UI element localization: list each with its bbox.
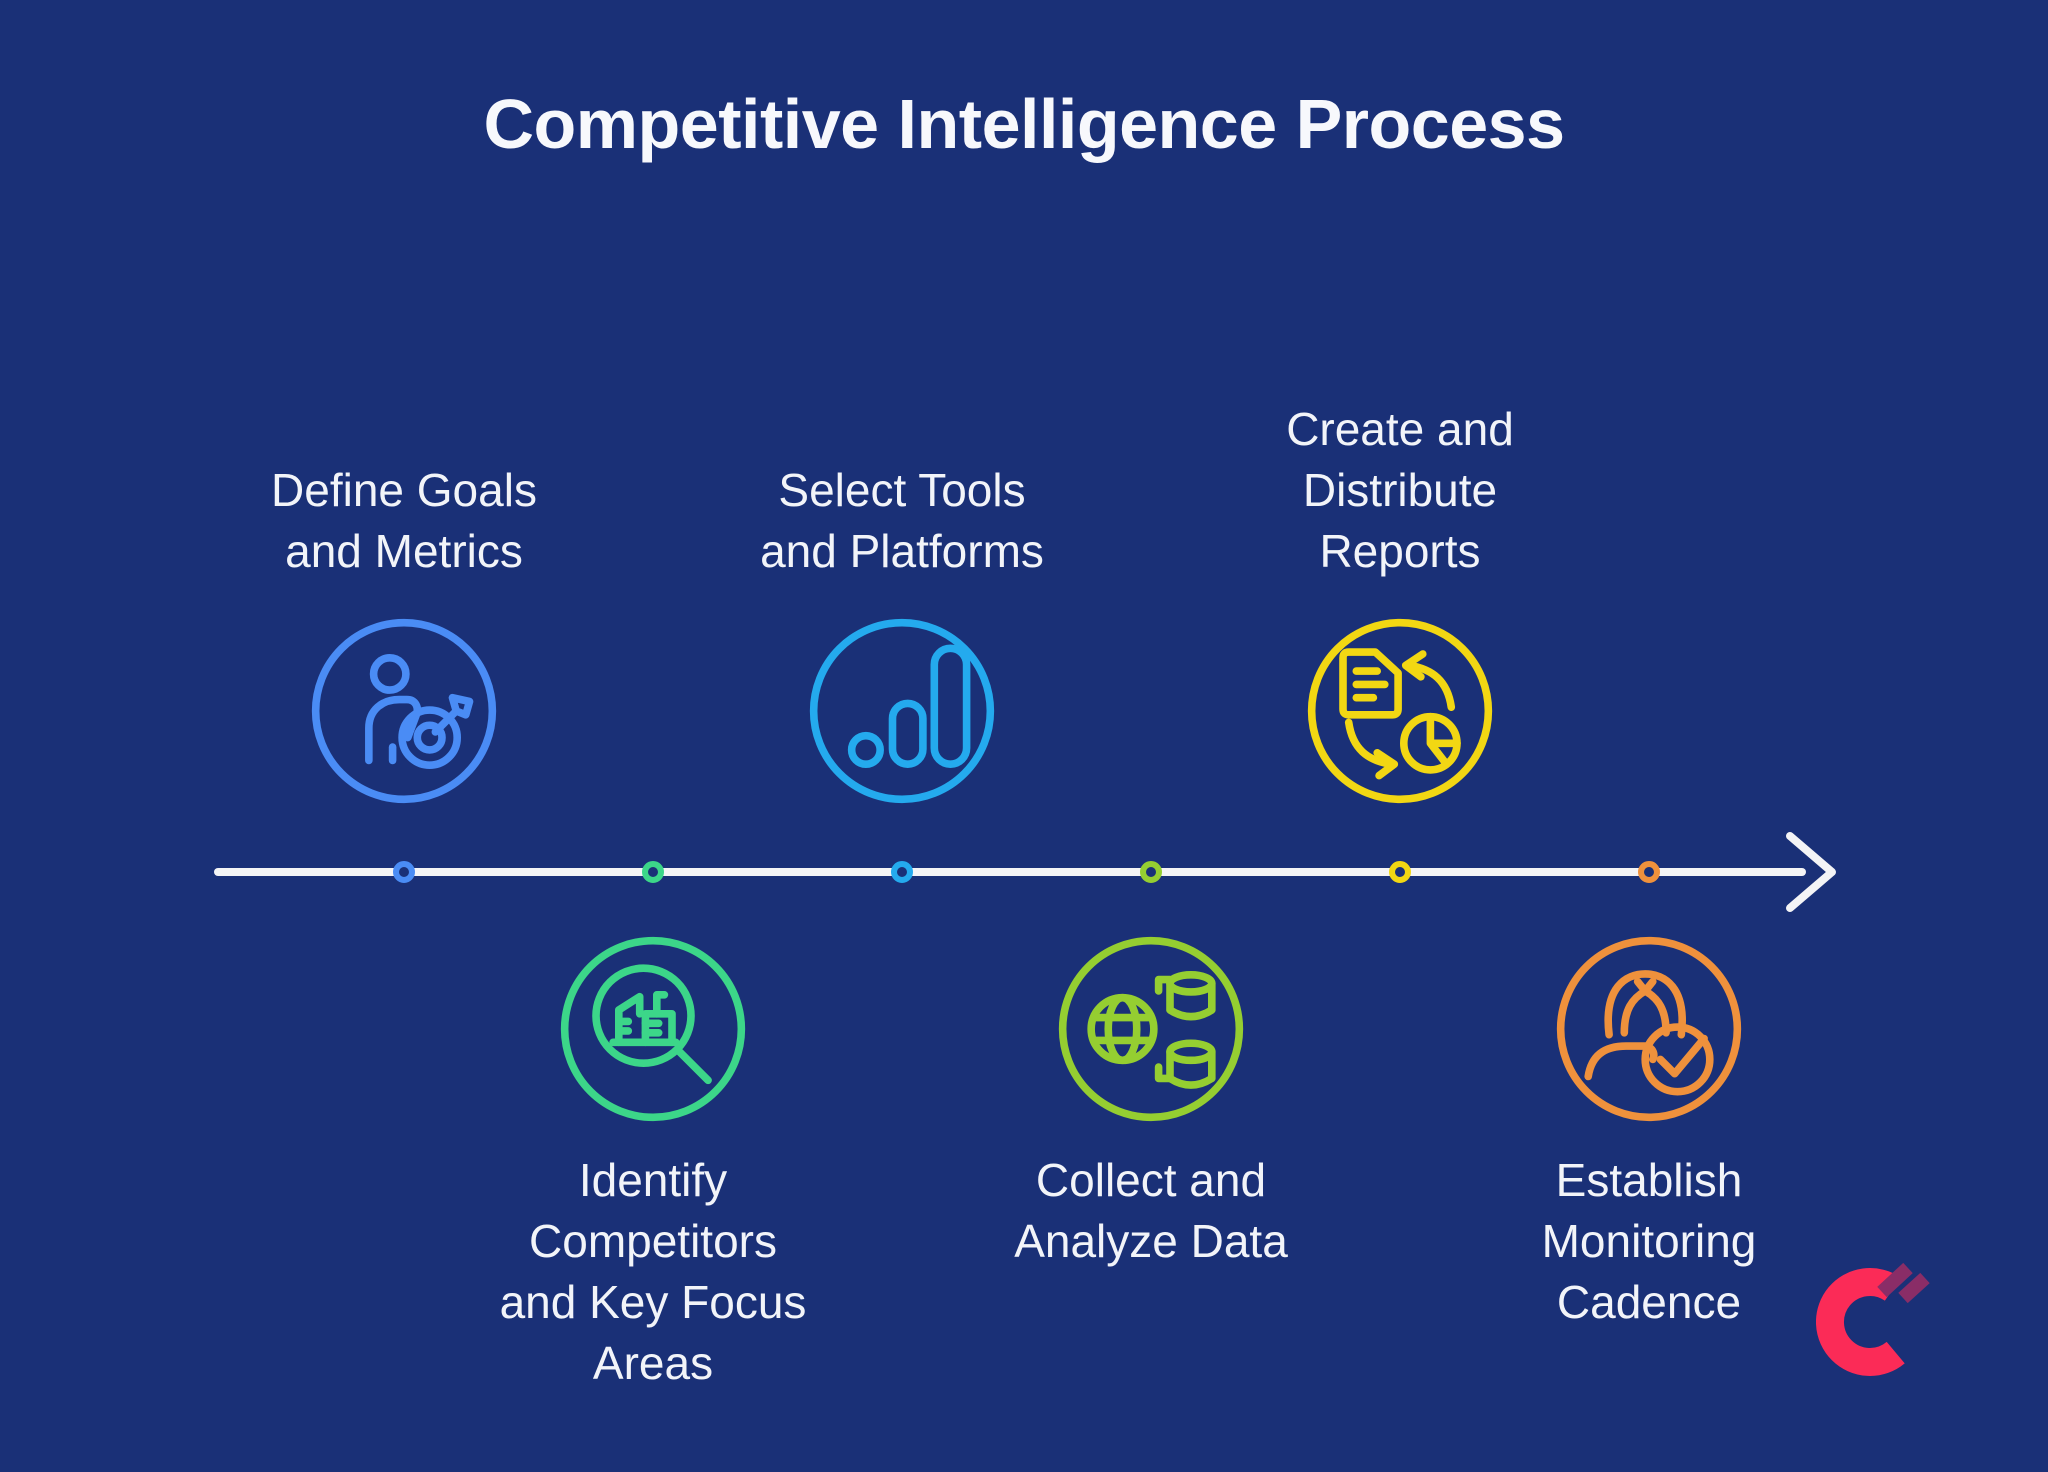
step-label-define-goals: Define Goals and Metrics (271, 464, 537, 577)
timeline-dot (393, 861, 415, 883)
timeline-dot (1140, 861, 1162, 883)
step-icon-collect-analyze (1056, 934, 1246, 1124)
person-target-icon (311, 618, 497, 804)
timeline-dot (1638, 861, 1660, 883)
step-label-select-tools: Select Tools and Platforms (760, 464, 1044, 577)
step-label-create-reports: Create and Distribute Reports (1286, 403, 1514, 577)
person-check-icon (1556, 936, 1742, 1122)
analytics-bars-icon (809, 618, 995, 804)
step-icon-select-tools (807, 616, 997, 806)
step-label-identify-competitors: Identify Competitors and Key Focus Areas (499, 1154, 807, 1389)
step-icon-define-goals (309, 616, 499, 806)
timeline-dot (642, 861, 664, 883)
step-label-establish-cadence: Establish Monitoring Cadence (1541, 1154, 1757, 1328)
magnifier-buildings-icon (560, 936, 746, 1122)
step-icon-establish-cadence (1554, 934, 1744, 1124)
timeline-dot (1389, 861, 1411, 883)
step-label-collect-analyze: Collect and Analyze Data (1014, 1154, 1288, 1267)
globe-database-icon (1058, 936, 1244, 1122)
page-title: Competitive Intelligence Process (483, 85, 1565, 163)
step-icon-identify-competitors (558, 934, 748, 1124)
timeline-dot (891, 861, 913, 883)
report-cycle-icon (1307, 618, 1493, 804)
timeline-line (214, 868, 1806, 876)
brand-c-logo (1816, 1262, 1930, 1376)
step-icon-create-reports (1305, 616, 1495, 806)
arrow-right-icon (1786, 832, 1836, 912)
